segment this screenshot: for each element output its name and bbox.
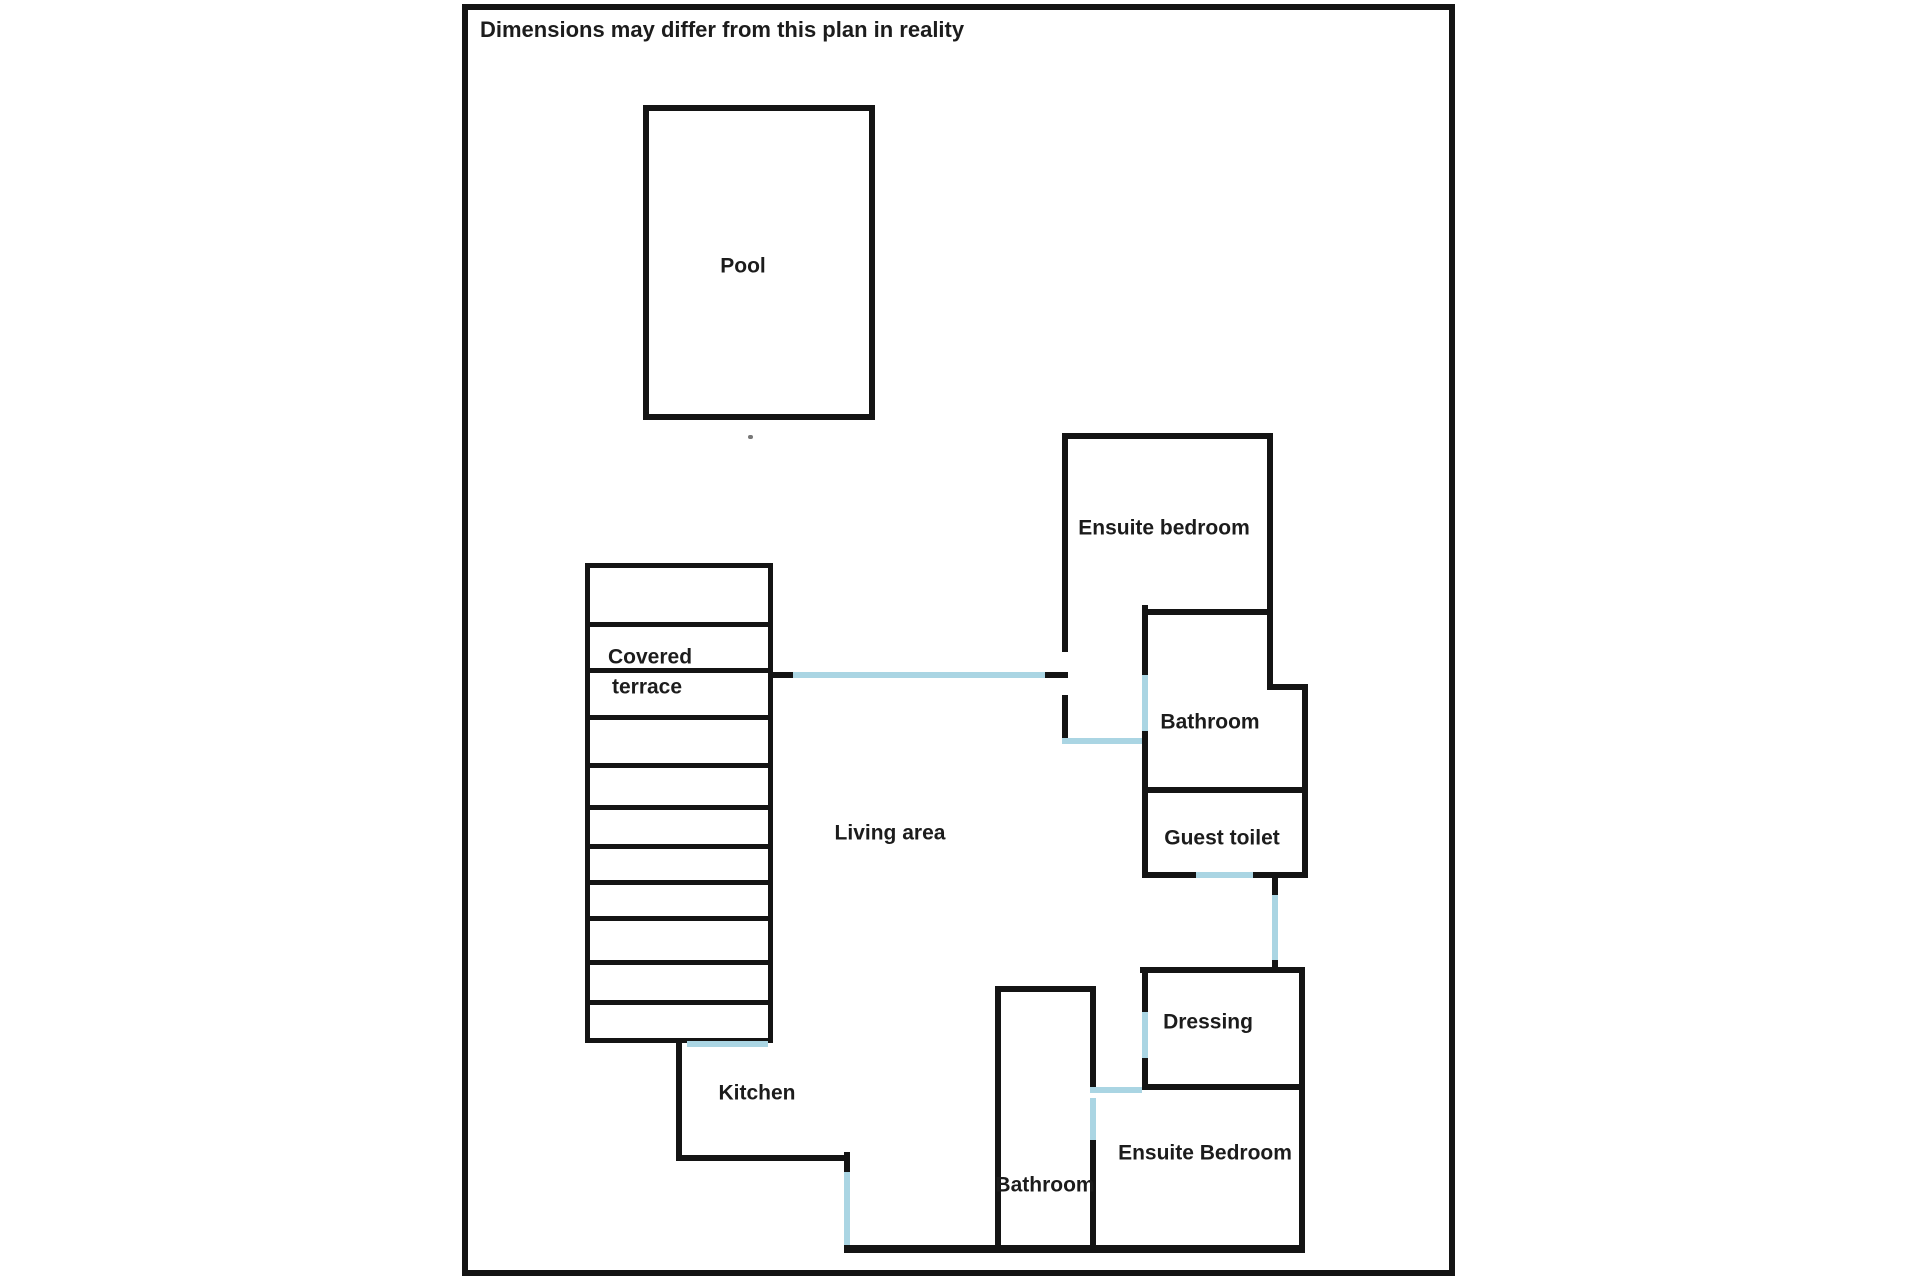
ensuite-bedroom-bottom-label: Ensuite Bedroom [1118,1141,1292,1165]
wall-dressing-top [1140,967,1305,973]
door-connector [1272,895,1278,960]
terrace-slat [585,1000,773,1005]
dressing-label: Dressing [1163,1010,1253,1034]
wall-dressing-bottom [1142,1084,1305,1090]
door-bathroom-bottom [1090,1098,1096,1140]
wall-kitchen-left [676,1043,682,1161]
living-area-label: Living area [834,821,946,845]
door-terrace-bottom [687,1041,768,1047]
terrace-slat [585,622,773,627]
bathroom-top-label: Bathroom [1160,710,1260,734]
wall-ensuite-left-lower [1062,695,1068,744]
wall-dressing-ensuite-right [1299,967,1305,1251]
terrace-slat [585,763,773,768]
door-kitchen [844,1172,850,1245]
wall-ensuite-right [1267,433,1273,690]
door-dressing [1142,1012,1148,1058]
terrace-slat [585,715,773,720]
wall-connector-lower [1272,960,1278,972]
wall-kitchen-bottom [676,1155,850,1161]
covered-terrace-outline [585,563,773,1043]
door-ensuite-bottom-entry [1090,1087,1142,1093]
wall-bathroom2-right-upper [1090,986,1096,1090]
door-ensuite-top-entry [1062,738,1142,744]
ensuite-bedroom-top-label: Ensuite bedroom [1078,516,1250,540]
pool-outline [643,105,875,420]
wall-guest-toilet-bottom-left [1142,872,1196,878]
pool-mark [748,435,753,439]
door-bathroom-top [1142,675,1148,731]
pool-label: Pool [720,254,766,278]
wall-living-front-right [1045,672,1068,678]
wall-bathroom-right [1302,684,1308,878]
wall-bathroom-left-lower [1142,731,1148,875]
terrace-slat [585,960,773,965]
plan-border [462,4,1455,1276]
wall-ensuite-bathroom-divider [1142,609,1273,615]
wall-kitchen-corner-tick [844,1152,850,1172]
covered-terrace-label-line2: terrace [611,675,683,699]
wall-bathroom-jog [1267,684,1308,690]
wall-bathroom2-right-lower [1090,1140,1096,1251]
terrace-slat [585,916,773,921]
door-living-front [793,672,1045,678]
disclaimer-text: Dimensions may differ from this plan in … [480,16,965,42]
wall-bathroom-left-upper [1142,605,1148,675]
terrace-slat [585,668,773,673]
wall-dressing-left-lower [1142,1058,1148,1090]
terrace-slat [585,805,773,810]
bathroom-bottom-label: Bathroom [995,1173,1095,1197]
terrace-slat [585,844,773,849]
wall-ensuite-top [1062,433,1273,439]
wall-bathroom-guest-toilet-divider [1142,787,1308,793]
wall-ensuite-left-upper [1062,433,1068,652]
wall-bathroom2-top [995,986,1096,992]
wall-living-front-left [770,672,793,678]
kitchen-label: Kitchen [718,1081,796,1105]
wall-guest-toilet-bottom-right [1253,872,1308,878]
guest-toilet-label: Guest toilet [1164,826,1280,850]
wall-connector-upper [1272,872,1278,895]
wall-bathroom2-left [995,986,1001,1251]
terrace-slat [585,880,773,885]
wall-dressing-left-upper [1142,967,1148,1012]
wall-bottom-perimeter [844,1245,1305,1253]
covered-terrace-label-line1: Covered [607,645,693,669]
door-guest-toilet [1196,872,1253,878]
